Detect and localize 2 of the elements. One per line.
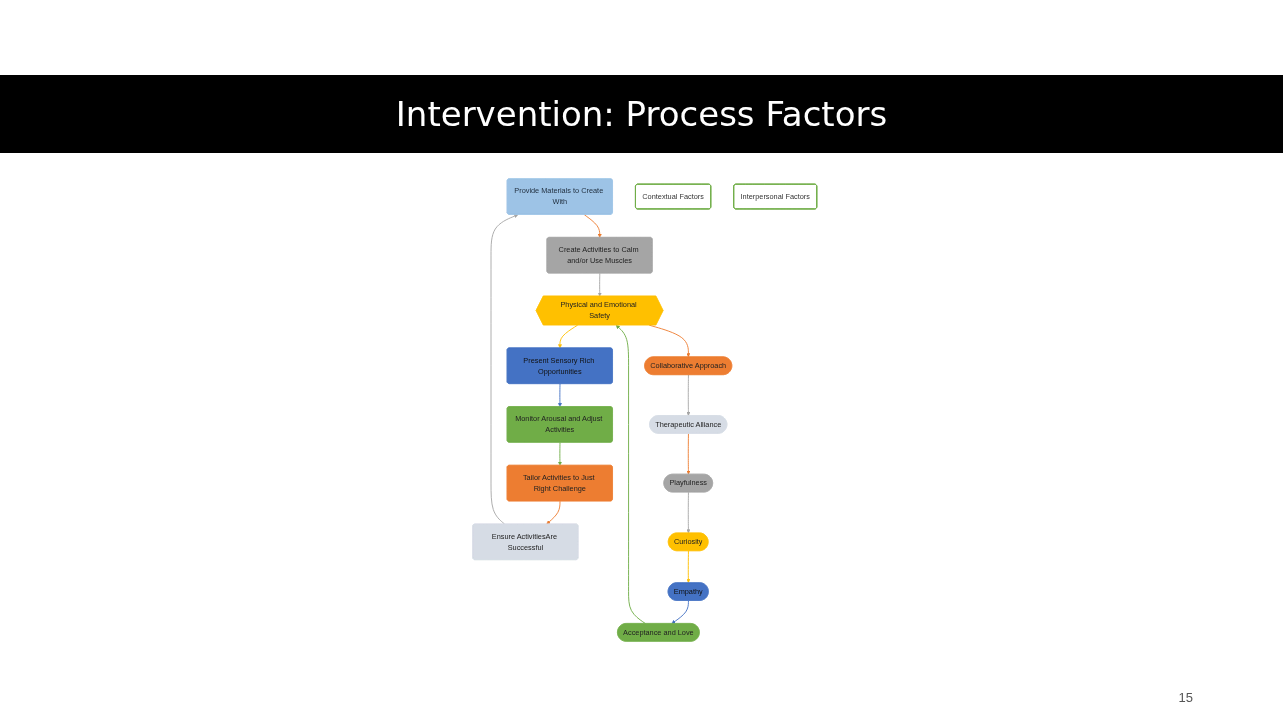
title-banner: Intervention: Process Factors bbox=[0, 75, 1283, 153]
page-number: 15 bbox=[1178, 690, 1193, 705]
